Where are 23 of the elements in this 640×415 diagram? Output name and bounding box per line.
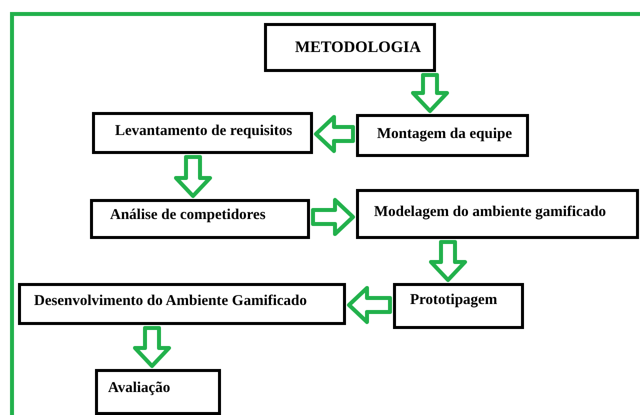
step-label: Desenvolvimento do Ambiente Gamificado [34,293,307,310]
step-label: Montagem da equipe [377,126,512,143]
process-box [356,189,639,239]
step-label: METODOLOGIA [295,39,421,57]
arrow [429,240,467,282]
arrow [314,115,355,153]
step-label: Prototipagem [410,292,498,309]
arrow [411,73,449,113]
arrow [347,286,392,324]
arrow [311,198,355,236]
arrow [133,326,171,368]
process-box [264,23,436,72]
arrow [174,155,212,198]
process-box [95,369,221,415]
step-label: Avaliação [108,380,170,397]
step-label: Análise de competidores [110,207,266,224]
process-box [393,283,524,329]
process-box [18,283,346,325]
step-label: Modelagem do ambiente gamificado [374,204,606,221]
step-label: Levantamento de requisitos [115,123,292,140]
process-box [356,114,529,157]
process-box [92,112,313,154]
process-box [90,199,310,239]
